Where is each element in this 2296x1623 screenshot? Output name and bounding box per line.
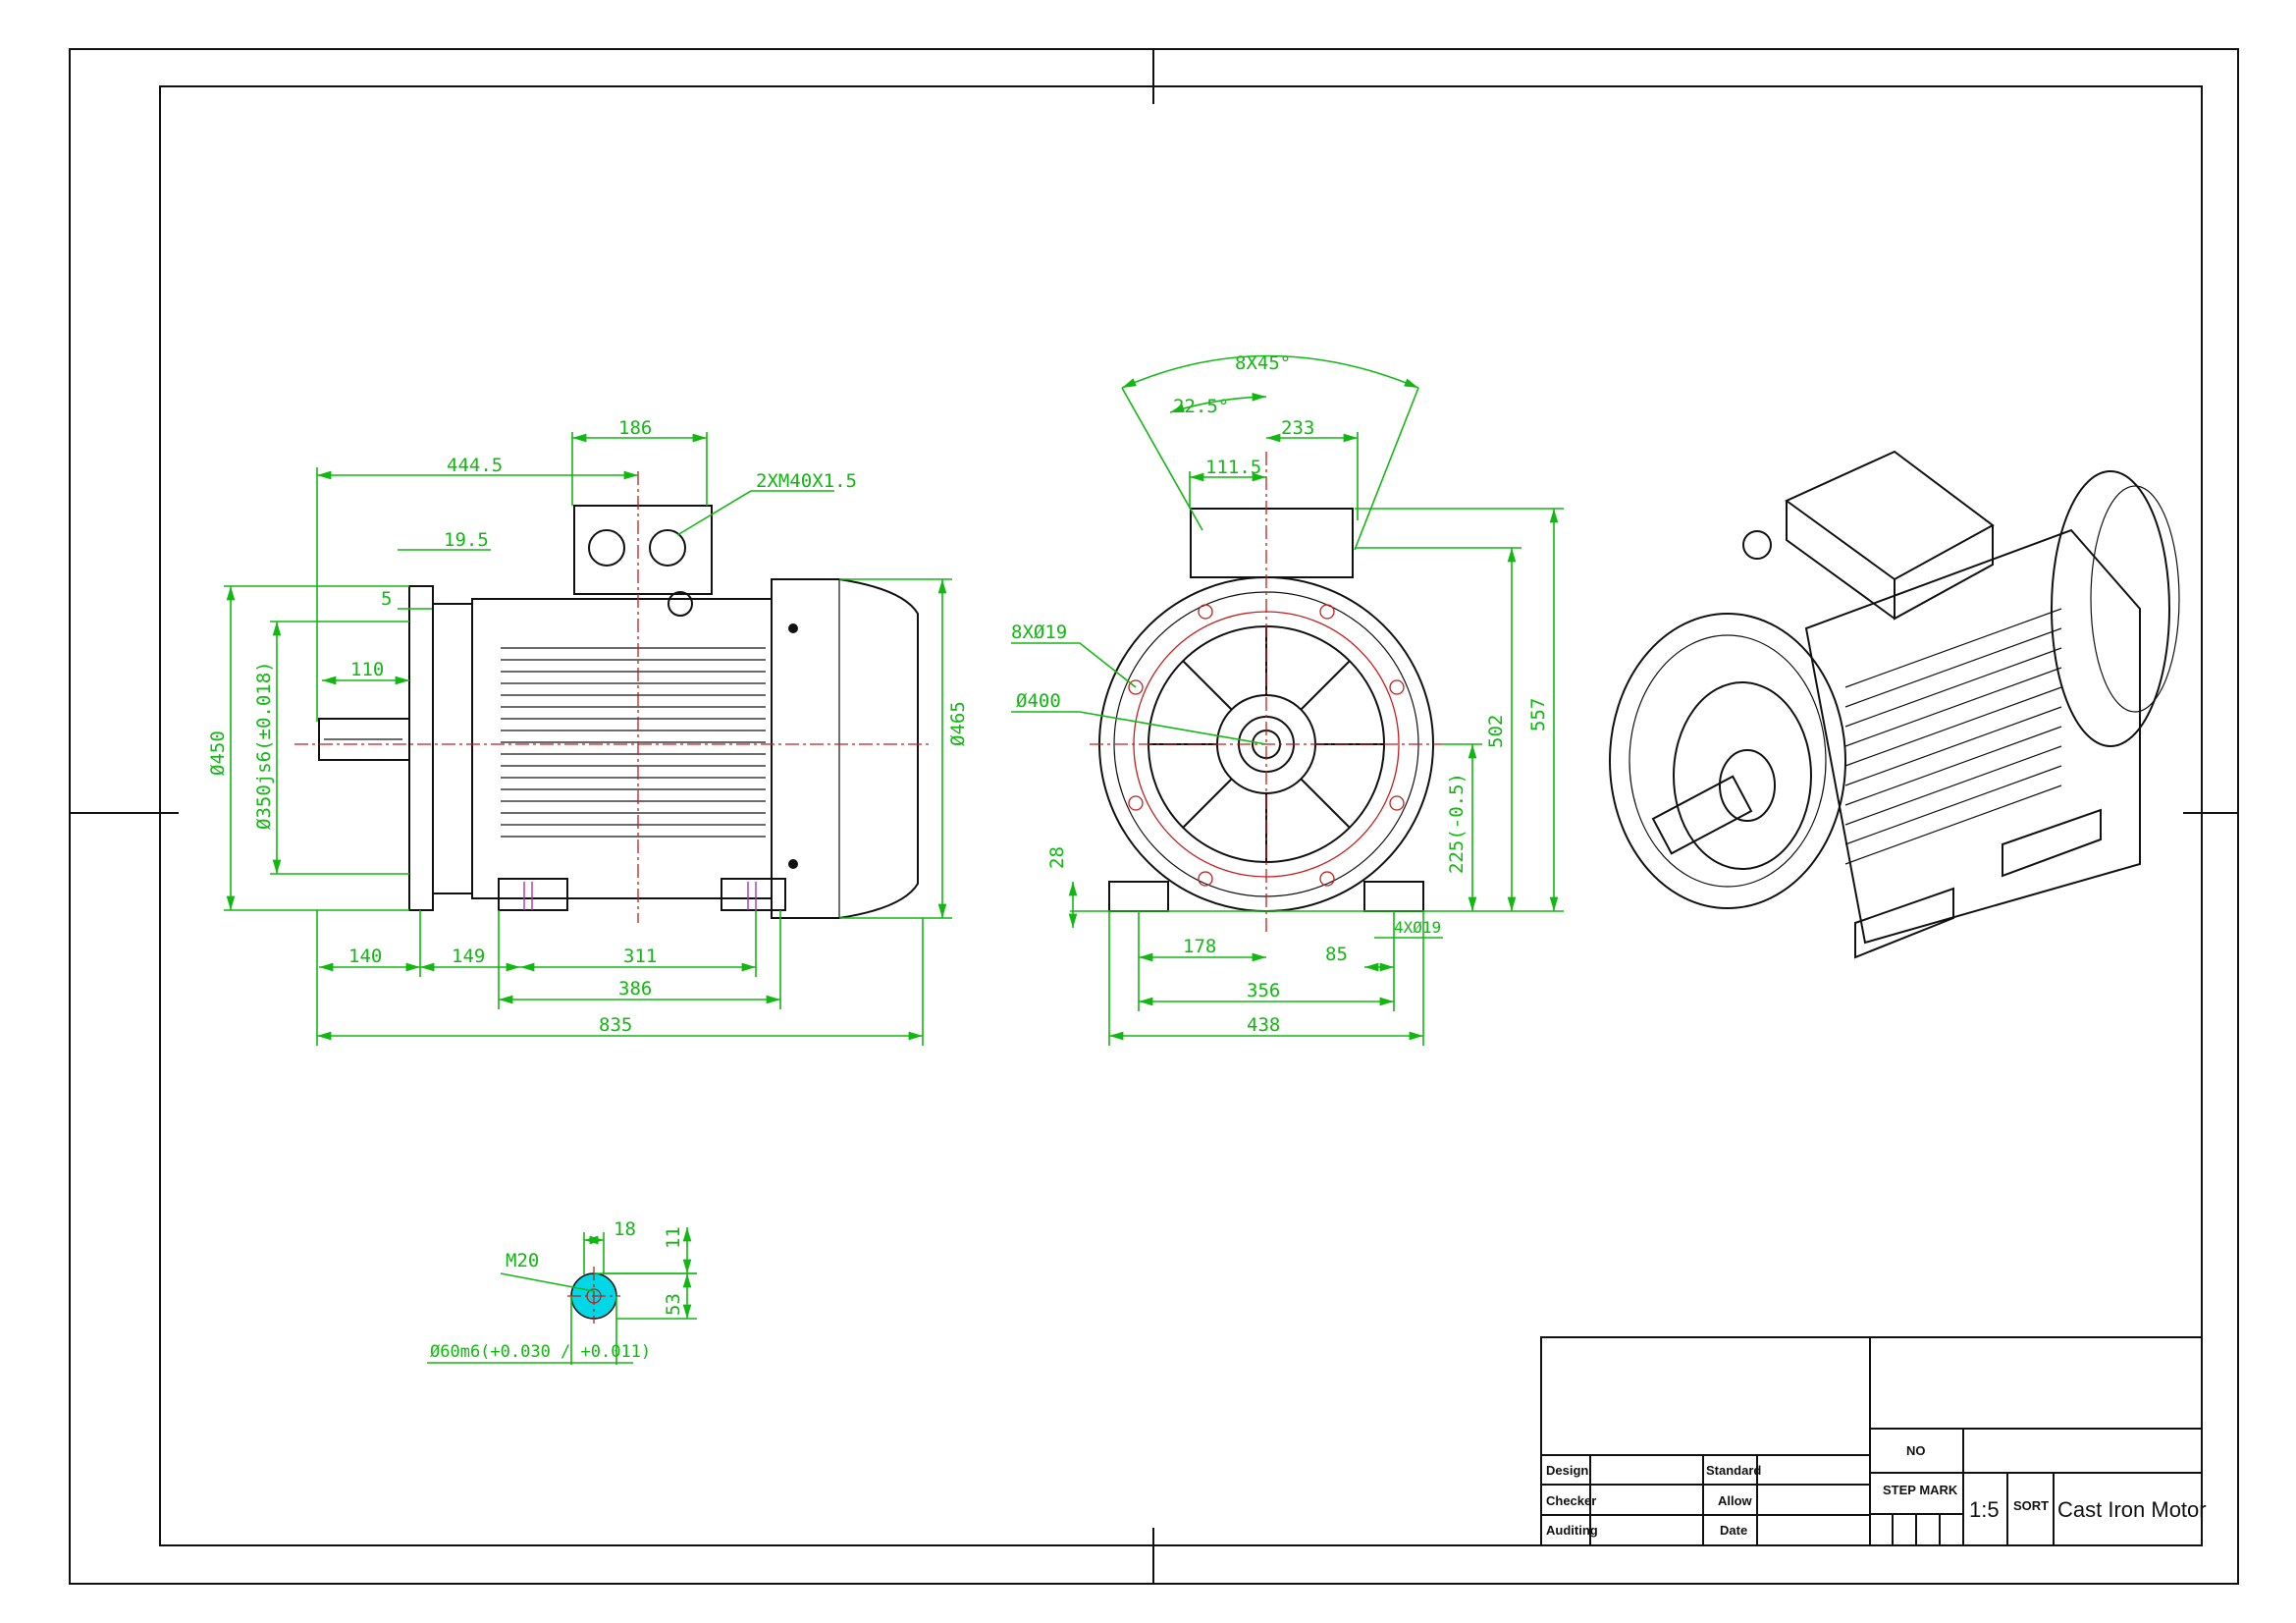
- motor-body-side: [471, 598, 773, 899]
- dim-311: 311: [623, 946, 657, 967]
- dim-502: 502: [1485, 715, 1507, 748]
- iso-terminal-box: [1785, 450, 1995, 581]
- label-date: Date: [1720, 1523, 1747, 1538]
- lifting-eye: [667, 591, 693, 617]
- dim-4x-dia-19: 4XØ19: [1394, 918, 1441, 937]
- dim-key-18: 18: [614, 1218, 636, 1240]
- dim-dia-400: Ø400: [1016, 690, 1061, 712]
- iso-body: [1804, 528, 2141, 945]
- dim-8x45: 8X45°: [1235, 352, 1291, 374]
- end-view-dimensions: [1011, 354, 1564, 1046]
- terminal-box-side: [573, 505, 713, 595]
- iso-foot-rear: [2002, 808, 2102, 878]
- dim-m20: M20: [506, 1250, 539, 1271]
- label-standard: Standard: [1706, 1463, 1761, 1478]
- terminal-box-end: [1190, 508, 1354, 578]
- dim-438: 438: [1247, 1014, 1280, 1036]
- label-sort: SORT: [2013, 1498, 2049, 1513]
- foot-right: [721, 878, 786, 911]
- dim-dia-60-m6: Ø60m6(+0.030 / +0.011): [430, 1342, 651, 1362]
- dim-22-5: 22.5°: [1173, 396, 1229, 417]
- dim-28: 28: [1046, 846, 1068, 869]
- side-view-labels: 444.5 186 2XM40X1.5 19.5 5 110 Ø450 Ø350…: [207, 417, 969, 1036]
- label-checker: Checker: [1546, 1493, 1596, 1508]
- label-auditing: Auditing: [1546, 1523, 1598, 1538]
- iso-fan-cover: [2051, 470, 2170, 747]
- dim-dia-350: Ø350js6(±0.018): [253, 661, 275, 830]
- dim-356: 356: [1247, 980, 1280, 1001]
- dim-233: 233: [1281, 417, 1314, 439]
- dim-110: 110: [350, 659, 384, 680]
- dim-dia-465: Ø465: [947, 701, 969, 746]
- iso-flange: [1609, 613, 1846, 909]
- end-view: [1090, 452, 1443, 933]
- iso-fins: [1844, 608, 2062, 865]
- dim-386: 386: [618, 978, 652, 1000]
- dim-178: 178: [1183, 936, 1216, 957]
- iso-shaft: [1651, 775, 1753, 855]
- drawing-scale: 1:5: [1969, 1497, 2000, 1522]
- dim-5: 5: [381, 588, 392, 610]
- dim-11: 11: [663, 1226, 684, 1249]
- title-block: Design Checker Auditing Standard Allow D…: [1540, 1336, 2207, 1546]
- cooling-fins: [501, 647, 766, 838]
- label-no: NO: [1906, 1443, 1926, 1458]
- shaft-detail-dimensions: [427, 1227, 697, 1365]
- foot-end-right: [1363, 881, 1424, 912]
- label-allow: Allow: [1718, 1493, 1753, 1508]
- iso-foot-front: [1854, 887, 1954, 959]
- dim-111-5: 111.5: [1205, 457, 1261, 478]
- foot-left: [498, 878, 568, 911]
- drawing-frame: [69, 48, 2239, 1585]
- dim-186: 186: [618, 417, 652, 439]
- dim-444-5: 444.5: [447, 455, 503, 476]
- side-view-dimensions: [224, 432, 952, 1046]
- dim-140: 140: [348, 946, 382, 967]
- dim-53: 53: [663, 1293, 684, 1316]
- flange-bolt-holes: [1128, 604, 1405, 887]
- side-view: [294, 471, 933, 923]
- dim-19-5: 19.5: [444, 529, 489, 551]
- shaft-detail-labels: 18 11 M20 53 Ø60m6(+0.030 / +0.011): [430, 1218, 684, 1362]
- foot-end-left: [1108, 881, 1169, 912]
- dim-terminal-thread: 2XM40X1.5: [756, 470, 857, 492]
- label-design: Design: [1546, 1463, 1588, 1478]
- fan-cover-side: [771, 578, 919, 919]
- product-name: Cast Iron Motor: [2057, 1497, 2207, 1522]
- label-step-mark: STEP MARK: [1883, 1483, 1958, 1497]
- dim-225: 225(-0.5): [1446, 773, 1468, 874]
- isometric-view: [1609, 450, 2180, 959]
- dim-835: 835: [599, 1014, 632, 1036]
- dim-85: 85: [1325, 944, 1348, 965]
- dim-8x-dia-19: 8XØ19: [1011, 622, 1067, 643]
- dim-557: 557: [1527, 698, 1549, 731]
- dim-dia-450: Ø450: [207, 730, 229, 776]
- flange-side: [408, 585, 434, 911]
- dim-149: 149: [452, 946, 485, 967]
- shaft-section-detail: [567, 1267, 620, 1324]
- end-view-labels: 8X45° 22.5° 233 111.5 8XØ19 Ø400 502 557…: [1011, 352, 1549, 1036]
